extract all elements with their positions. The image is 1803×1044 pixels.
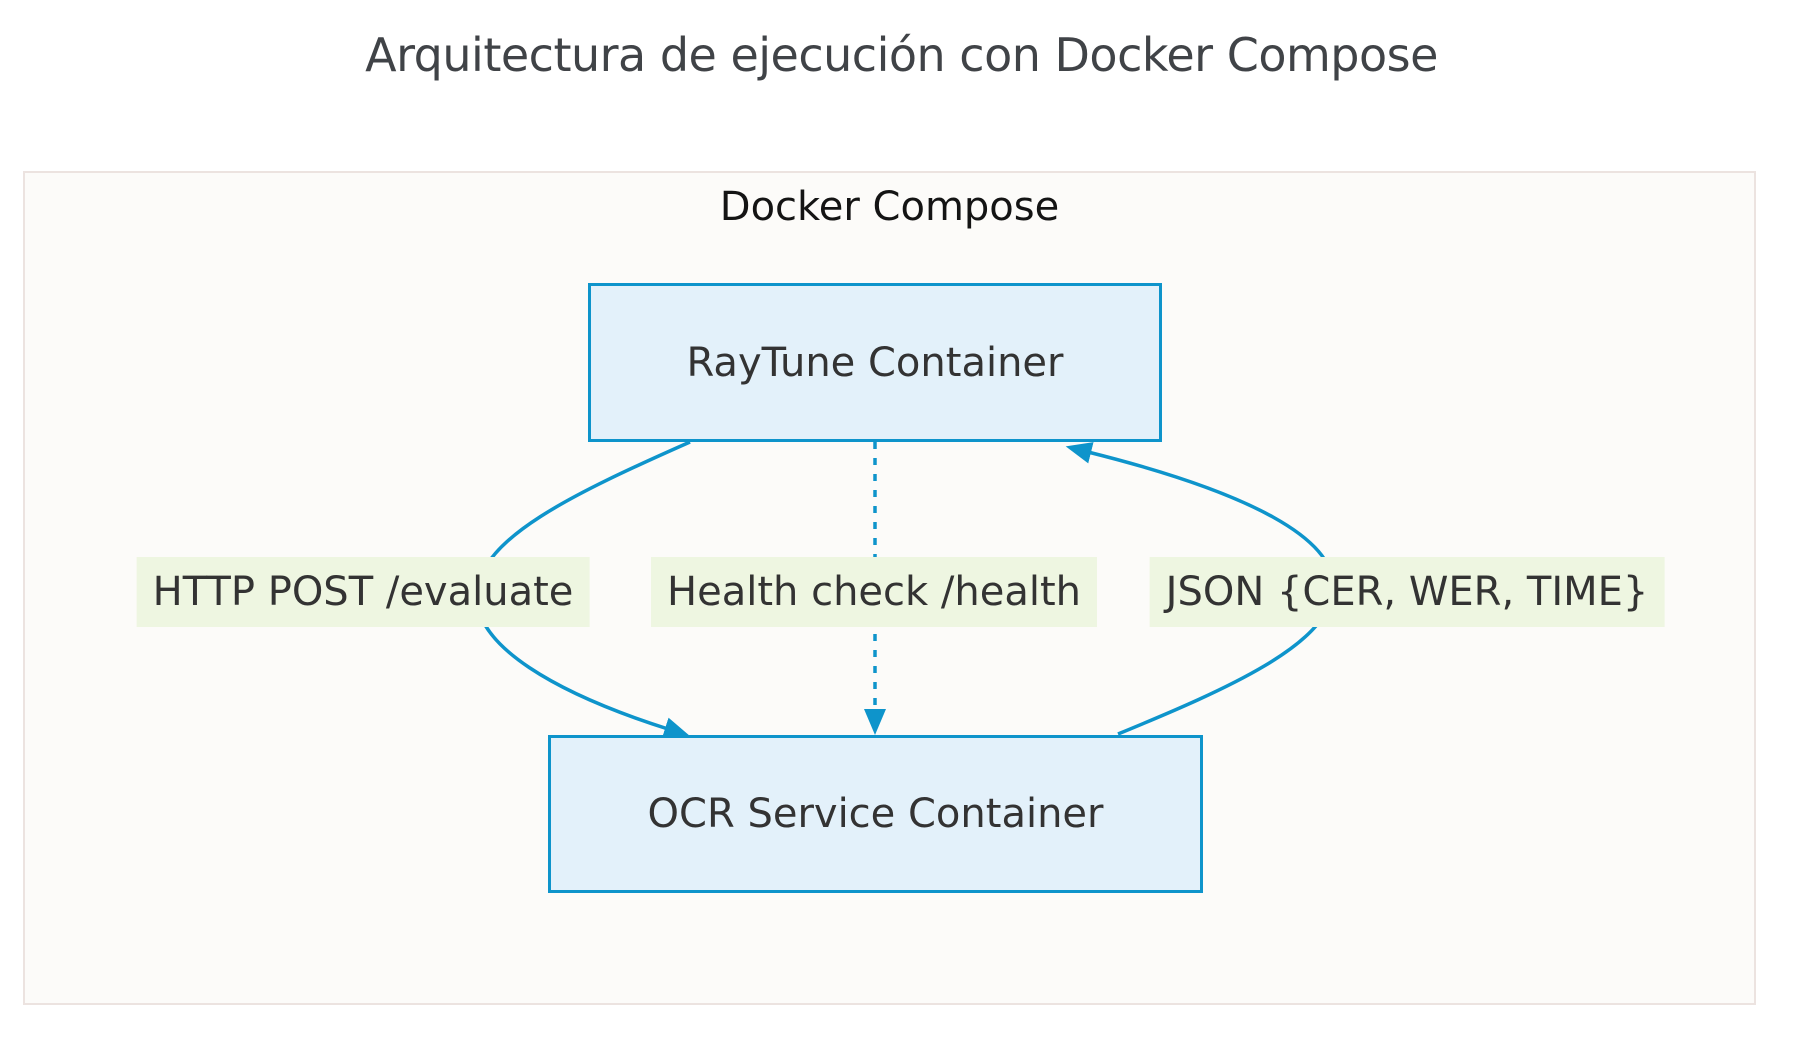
edge-label-json-response: JSON {CER, WER, TIME} — [1149, 557, 1665, 627]
edge-label-health-check: Health check /health — [651, 557, 1097, 627]
node-raytune-container-label: RayTune Container — [686, 339, 1064, 386]
diagram-title: Arquitectura de ejecución con Docker Com… — [365, 28, 1438, 82]
node-ocr-service-container-label: OCR Service Container — [647, 791, 1104, 837]
edge-label-http-post-evaluate: HTTP POST /evaluate — [136, 557, 590, 627]
docker-compose-subgraph-label: Docker Compose — [719, 184, 1060, 230]
node-raytune-container: RayTune Container — [588, 283, 1162, 442]
node-ocr-service-container: OCR Service Container — [548, 735, 1203, 893]
